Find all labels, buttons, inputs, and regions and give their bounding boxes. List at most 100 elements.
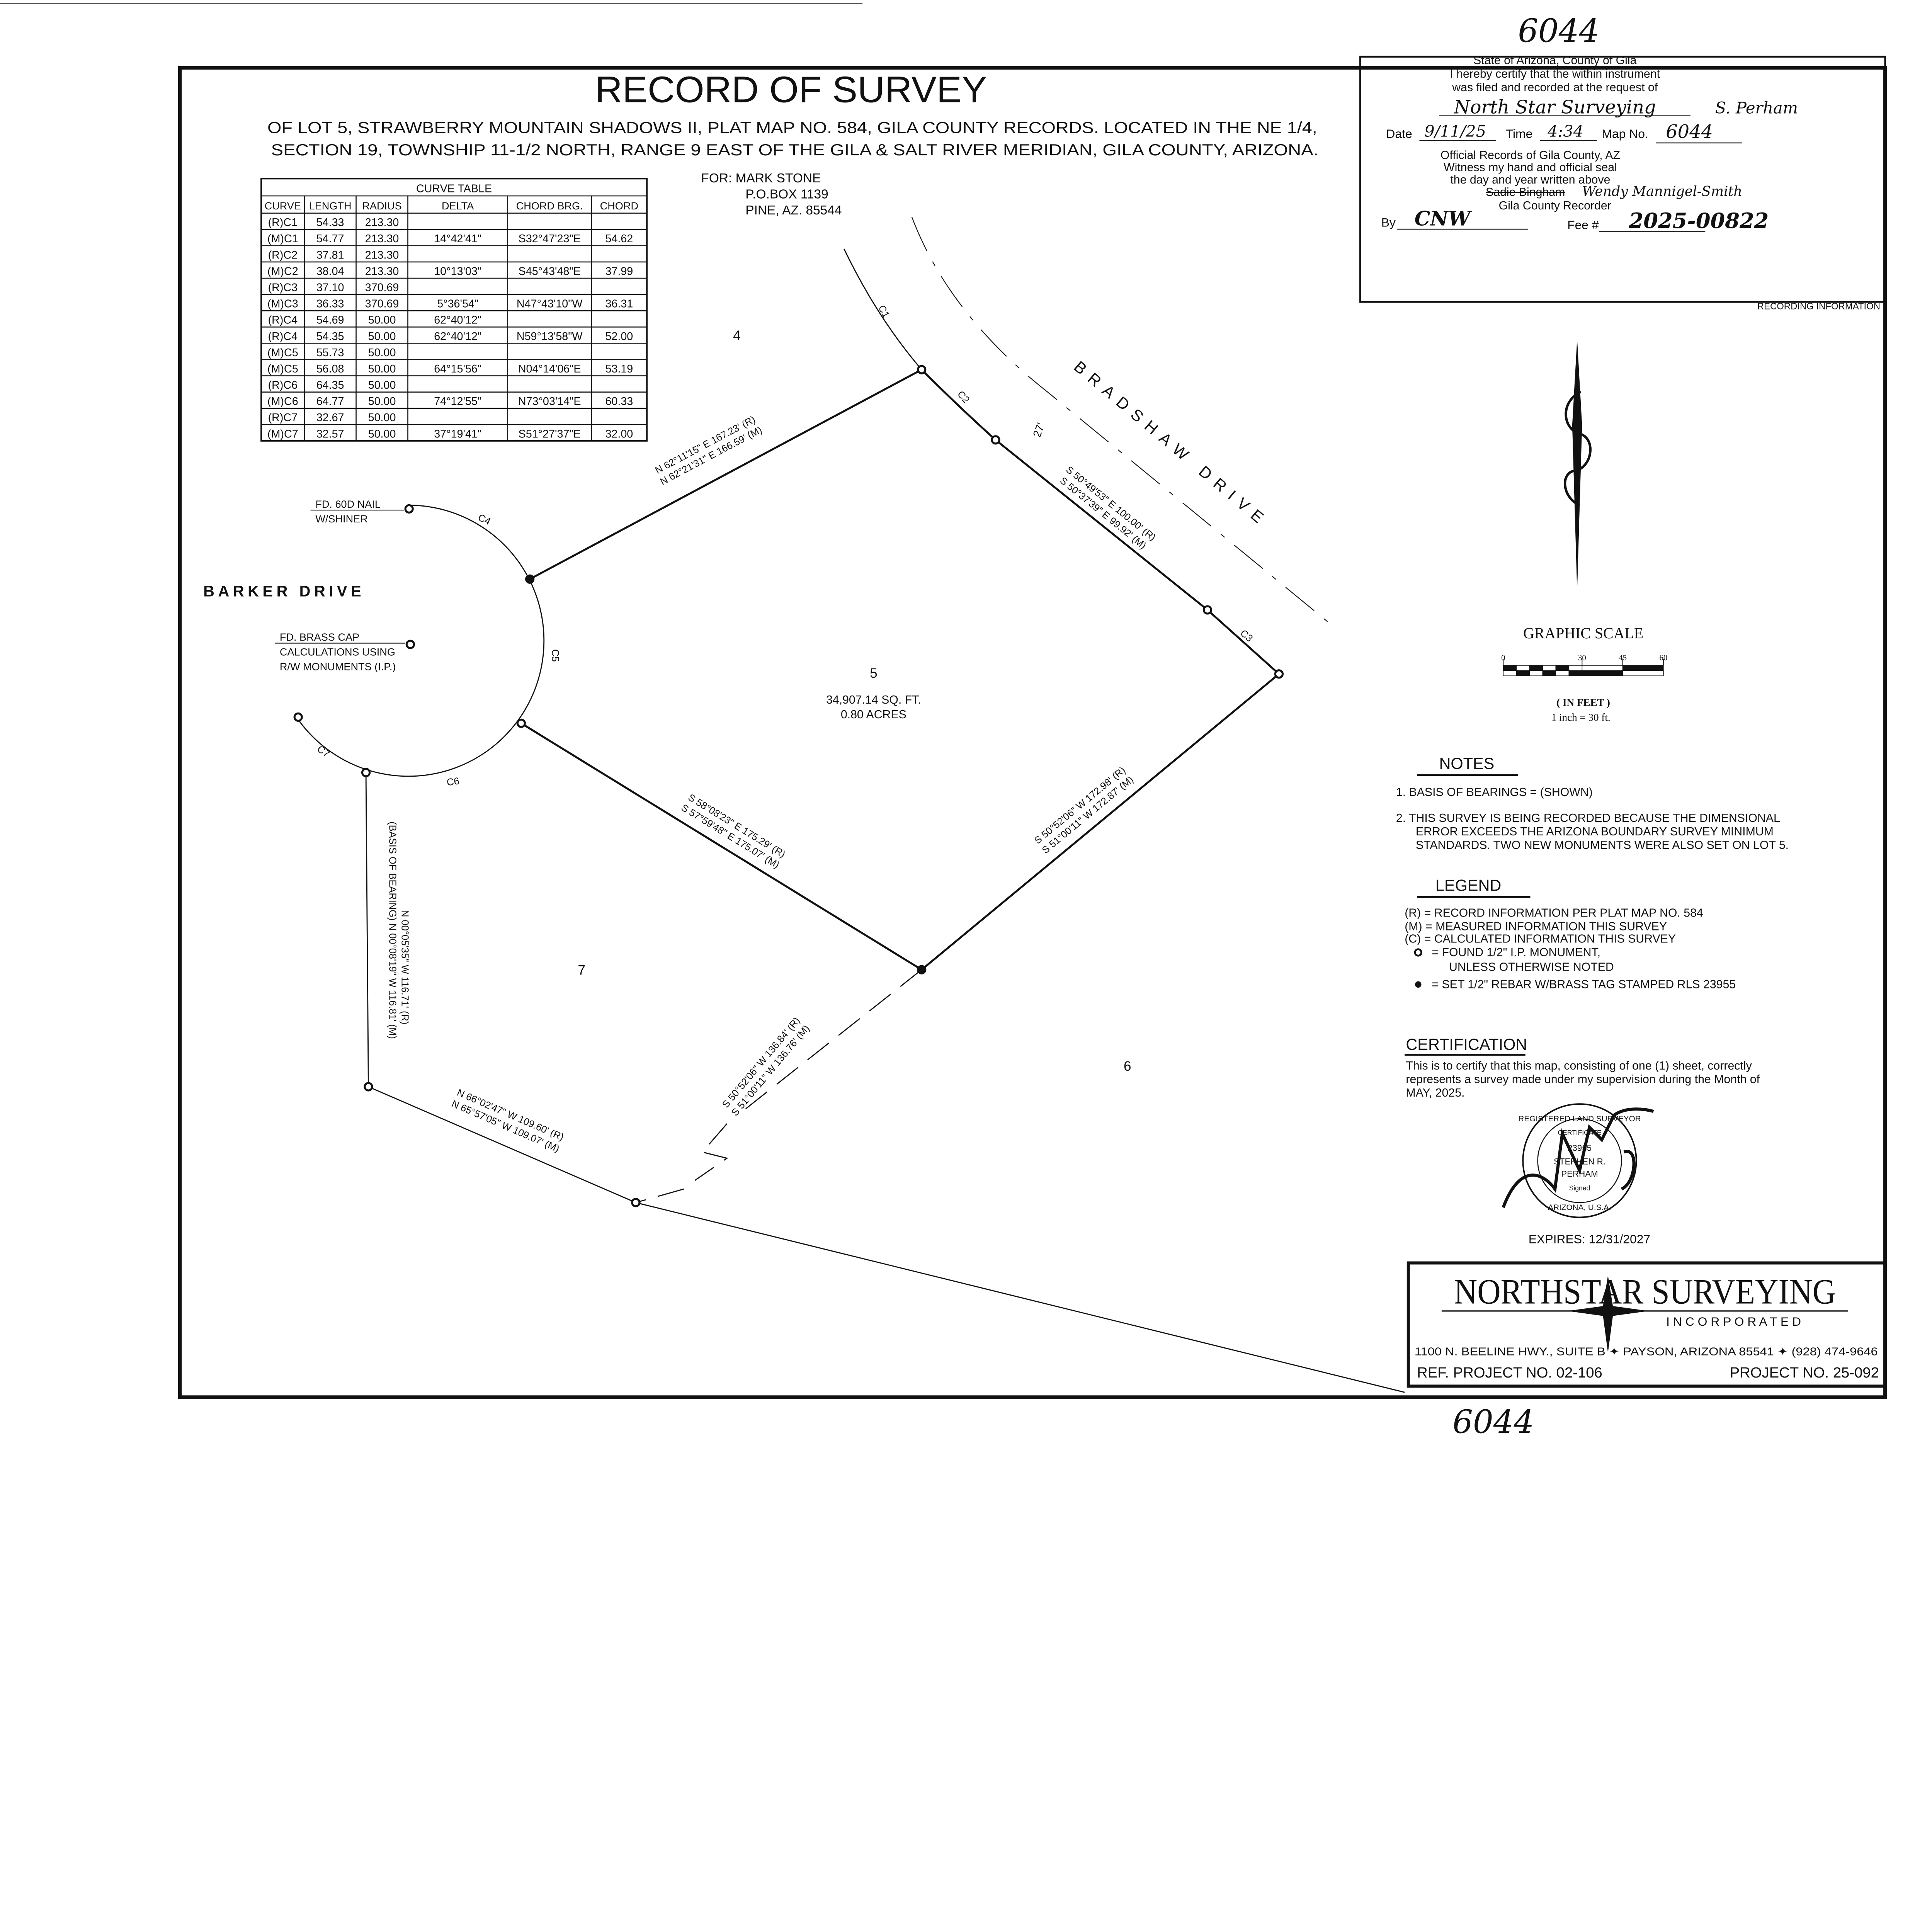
certification-line: represents a survey made under my superv… xyxy=(1406,1073,1760,1086)
bearing-west: N 00°05'35" W 116.71' (R) (BASIS OF BEAR… xyxy=(387,821,410,1039)
curve-label-c5: C5 xyxy=(550,649,561,662)
table-cell: 5°36'54" xyxy=(437,298,478,310)
table-cell: 50.00 xyxy=(368,428,396,440)
table-cell: (R)C1 xyxy=(268,216,298,229)
table-header: LENGTH xyxy=(309,200,352,212)
by-label: By xyxy=(1381,216,1396,230)
brass-callout: CALCULATIONS USING xyxy=(280,646,395,658)
table-cell: 36.33 xyxy=(316,298,344,310)
table-cell: 54.35 xyxy=(316,330,344,343)
scale-segment xyxy=(1568,665,1583,671)
table-cell: 37.10 xyxy=(316,282,344,294)
notes-title: NOTES xyxy=(1439,754,1494,772)
official-line: Official Records of Gila County, AZ xyxy=(1440,149,1620,162)
curve-label-c1: C1 xyxy=(876,303,891,320)
handwritten-map-number-top: 6044 xyxy=(1518,12,1599,49)
lot5-boundary-se xyxy=(921,673,1280,971)
table-cell: (R)C2 xyxy=(268,249,298,261)
ref-project-number: REF. PROJECT NO. 02-106 xyxy=(1417,1364,1602,1381)
table-cell: 55.73 xyxy=(316,347,344,359)
table-cell: 36.31 xyxy=(605,298,633,310)
client-name: FOR: MARK STONE xyxy=(701,171,821,185)
table-cell: 50.00 xyxy=(368,395,396,408)
table-cell: 32.67 xyxy=(316,412,344,424)
surveyor-seal: REGISTERED LAND SURVEYOR CERTIFICATE 239… xyxy=(1502,1103,1654,1218)
lot-number-5: 5 xyxy=(870,666,878,681)
bearing-record: N 00°05'35" W 116.71' (R) xyxy=(400,910,410,1024)
table-cell: 50.00 xyxy=(368,412,396,424)
table-cell: (R)C6 xyxy=(268,379,298,391)
lot5-boundary-nw xyxy=(529,369,922,580)
curve-label-c2: C2 xyxy=(955,389,972,405)
graphic-scale-units: ( IN FEET ) xyxy=(1556,697,1610,708)
table-cell: 52.00 xyxy=(605,330,633,343)
table-cell: S45°43'48"E xyxy=(519,265,581,277)
lot4-row-line-c1 xyxy=(844,248,922,370)
bradshaw-far-row-line xyxy=(911,216,1329,623)
table-cell: S51°27'37"E xyxy=(519,428,581,440)
table-cell: 370.69 xyxy=(365,298,399,310)
table-cell: (M)C2 xyxy=(267,265,298,277)
nail-callout: W/SHINER xyxy=(315,513,367,525)
table-cell: 32.00 xyxy=(605,428,633,440)
recording-line: I hereby certify that the within instrum… xyxy=(1450,68,1660,80)
recorder-title: Gila County Recorder xyxy=(1499,199,1611,212)
table-cell: 64.77 xyxy=(316,395,344,408)
table-cell: 38.04 xyxy=(316,265,344,277)
plan-drawing: FD. 60D NAIL W/SHINER FD. BRASS CAP CALC… xyxy=(203,216,1405,1393)
map-no-value: 6044 xyxy=(1666,121,1713,143)
project-number: PROJECT NO. 25-092 xyxy=(1730,1364,1879,1381)
bearing-measured: S 51°00'11" W 136.76' (M) xyxy=(730,1023,812,1118)
map-no-label: Map No. xyxy=(1602,127,1648,141)
lot-number-6: 6 xyxy=(1124,1059,1131,1074)
table-header: CHORD BRG. xyxy=(516,200,583,212)
row-width: 27' xyxy=(1031,421,1048,439)
table-cell: 50.00 xyxy=(368,347,396,359)
date-label: Date xyxy=(1386,127,1412,141)
bearing-measured: (BASIS OF BEARING) N 00°08'19" W 116.81'… xyxy=(387,821,398,1039)
note-item: ERROR EXCEEDS THE ARIZONA BOUNDARY SURVE… xyxy=(1416,825,1774,838)
survey-sheet: 6044 6044 State of Arizona, County of Gi… xyxy=(0,3,1887,1441)
recording-box: State of Arizona, County of Gila I hereb… xyxy=(1359,54,1886,311)
table-cell: N47°43'10"W xyxy=(517,298,583,310)
found-monument-icon xyxy=(1414,948,1422,957)
legend-item: (M) = MEASURED INFORMATION THIS SURVEY xyxy=(1405,920,1667,933)
scale-segment xyxy=(1503,670,1517,676)
certification-line: MAY, 2025. xyxy=(1406,1087,1464,1099)
table-cell: N59°13'58"W xyxy=(517,330,583,343)
recorder-signature: Wendy Mannigel-Smith xyxy=(1582,184,1742,199)
client-address: P.O.BOX 1139 xyxy=(745,187,828,201)
scale-segment xyxy=(1516,670,1530,676)
table-cell: (R)C7 xyxy=(268,412,298,424)
graphic-scale-title: GRAPHIC SCALE xyxy=(1523,624,1643,642)
table-cell: 54.62 xyxy=(605,233,633,245)
scale-bar xyxy=(1503,659,1664,676)
bearing-nw: N 62°11'15" E 167.23' (R) N 62°21'31" E … xyxy=(653,414,764,487)
subtitle-line: OF LOT 5, STRAWBERRY MOUNTAIN SHADOWS II… xyxy=(267,118,1317,136)
bearing-ne: S 50°49'53" E 100.00' (R) S 50°37'39" E … xyxy=(1058,464,1158,551)
set-rebar-icon xyxy=(917,965,927,975)
handwritten-map-number-bottom: 6044 xyxy=(1452,1403,1534,1441)
found-monument-icon xyxy=(405,639,415,649)
certification-title: CERTIFICATION xyxy=(1406,1035,1527,1053)
scale-tick-label: 60 xyxy=(1659,654,1667,662)
found-monument-icon xyxy=(1274,669,1284,679)
table-cell: 50.00 xyxy=(368,314,396,327)
found-monument-icon xyxy=(404,504,414,514)
company-name: NORTHSTAR SURVEYING xyxy=(1454,1272,1836,1312)
bearing-record: S 58°08'23" E 175.29' (R) xyxy=(686,792,787,860)
legend-item: (R) = RECORD INFORMATION PER PLAT MAP NO… xyxy=(1405,906,1703,919)
lot-number-4: 4 xyxy=(733,328,741,343)
table-cell: 370.69 xyxy=(365,282,399,294)
table-header: RADIUS xyxy=(362,200,401,212)
found-monument-icon xyxy=(293,712,303,722)
